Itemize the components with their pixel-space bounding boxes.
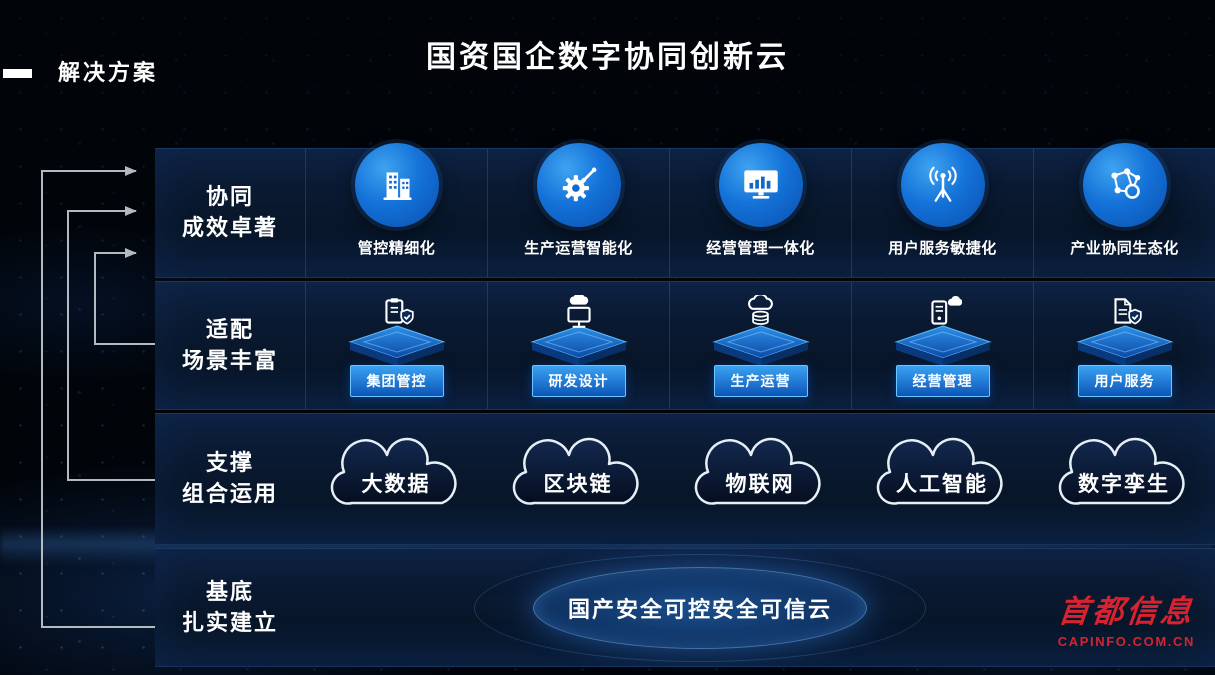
capability-label: 产业协同生态化 bbox=[1070, 240, 1179, 257]
foundation-platform: 国产安全可控安全可信云 bbox=[474, 553, 926, 662]
band-scenarios: 适配 场景丰富 bbox=[155, 281, 1215, 410]
section-label: 解决方案 bbox=[58, 60, 159, 85]
logo-brand-text: 首都信息 bbox=[1056, 594, 1196, 629]
scenario-chip: 经营管理 bbox=[895, 364, 990, 397]
scenario-item: 集团管控 bbox=[306, 282, 487, 409]
monitor-chart-icon bbox=[718, 143, 803, 227]
server-cloud-icon bbox=[930, 295, 962, 325]
technology-item: 物联网 bbox=[669, 414, 851, 544]
capability-item: 产业协同生态化 bbox=[1033, 143, 1215, 277]
technology-item: 区块链 bbox=[487, 414, 669, 544]
capability-label: 管控精细化 bbox=[357, 240, 436, 257]
capability-item: 生产运营智能化 bbox=[487, 143, 669, 277]
band-technologies: 支撑 组合运用 大数据 区块链 bbox=[155, 413, 1215, 545]
cloud-shape: 人工智能 bbox=[866, 437, 1018, 521]
technology-label: 人工智能 bbox=[896, 473, 988, 496]
section-dash bbox=[3, 69, 32, 78]
band-label-foundation: 基底 扎实建立 bbox=[181, 578, 278, 635]
technology-label: 区块链 bbox=[543, 473, 613, 496]
monitor-cloud-icon bbox=[566, 294, 591, 328]
scenario-chip: 用户服务 bbox=[1077, 364, 1172, 397]
clipboard-shield-icon bbox=[384, 297, 414, 325]
cloud-shape: 区块链 bbox=[502, 437, 654, 521]
capability-label: 用户服务敏捷化 bbox=[888, 240, 997, 257]
platform-pedestal bbox=[347, 324, 446, 366]
technology-item: 数字孪生 bbox=[1033, 414, 1215, 544]
capability-item: 经营管理一体化 bbox=[669, 143, 851, 277]
platform-pedestal bbox=[711, 324, 810, 366]
gear-icon bbox=[536, 143, 621, 227]
scenario-chip: 研发设计 bbox=[531, 364, 626, 397]
capability-item: 用户服务敏捷化 bbox=[851, 143, 1033, 277]
signal-tower-icon bbox=[900, 143, 985, 227]
band-label-technologies: 支撑 组合运用 bbox=[181, 450, 278, 506]
cloud-shape: 大数据 bbox=[320, 437, 472, 521]
scenario-item: 研发设计 bbox=[487, 282, 669, 409]
cloud-shape: 数字孪生 bbox=[1048, 437, 1200, 521]
technology-item: 人工智能 bbox=[851, 414, 1033, 544]
cloud-shape: 物联网 bbox=[684, 437, 836, 521]
scenario-chip: 生产运营 bbox=[713, 364, 808, 397]
capinfo-logo: 首都信息 CAPINFO.COM.CN bbox=[1056, 586, 1196, 649]
buildings-icon bbox=[354, 143, 439, 227]
scenario-item: 生产运营 bbox=[669, 282, 851, 409]
technology-label: 大数据 bbox=[361, 473, 431, 496]
technology-label: 物联网 bbox=[725, 473, 795, 496]
technology-label: 数字孪生 bbox=[1078, 473, 1170, 496]
page-title: 国资国企数字协同创新云 bbox=[426, 41, 789, 74]
scenario-item: 经营管理 bbox=[851, 282, 1033, 409]
cloud-database-icon bbox=[747, 294, 773, 325]
document-shield-icon bbox=[1113, 297, 1142, 325]
scenario-chip: 集团管控 bbox=[349, 364, 444, 397]
capability-label: 生产运营智能化 bbox=[524, 240, 633, 257]
technology-item: 大数据 bbox=[305, 414, 487, 544]
logo-domain-text: CAPINFO.COM.CN bbox=[1057, 634, 1195, 649]
capability-item: 管控精细化 bbox=[306, 143, 487, 277]
scenario-item: 用户服务 bbox=[1033, 282, 1215, 409]
band-label-collaboration: 协同 成效卓著 bbox=[181, 184, 278, 240]
platform-label: 国产安全可控安全可信云 bbox=[533, 566, 867, 649]
platform-pedestal bbox=[1075, 324, 1174, 366]
band-label-scenarios: 适配 场景丰富 bbox=[181, 316, 278, 373]
platform-pedestal bbox=[893, 324, 992, 366]
band-foundation: 基底 扎实建立 国产安全可控安全可信云 bbox=[155, 548, 1215, 667]
band-collaboration-results: 协同 成效卓著 bbox=[155, 143, 1215, 278]
platform-pedestal bbox=[529, 324, 628, 366]
capability-label: 经营管理一体化 bbox=[706, 240, 815, 257]
network-nodes-icon bbox=[1082, 143, 1167, 227]
